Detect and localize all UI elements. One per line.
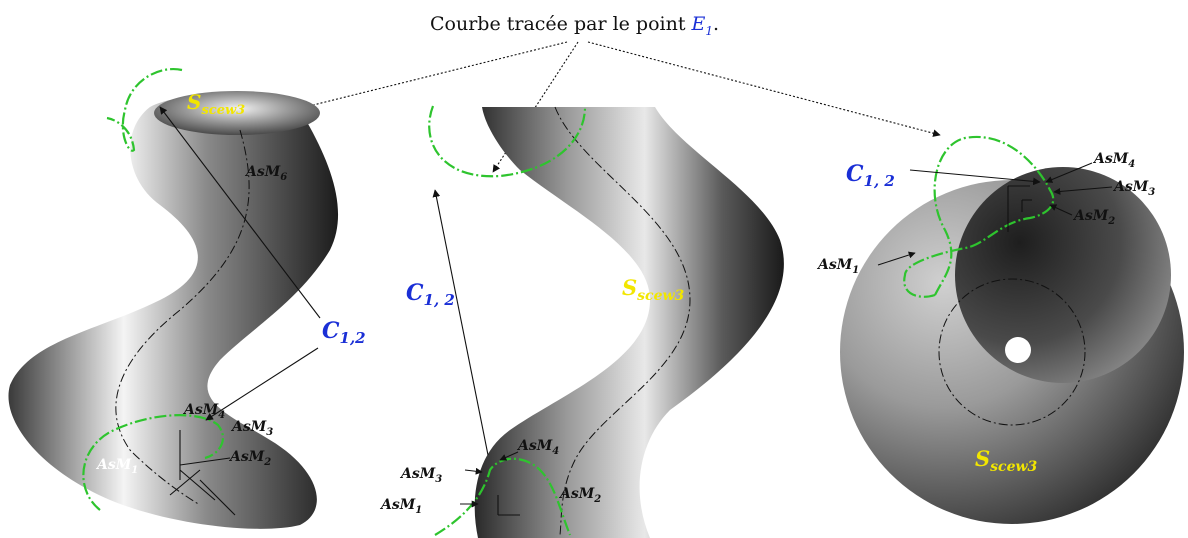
middle-frame <box>497 495 520 516</box>
middle-asm3-label: AsM3 <box>399 466 442 485</box>
middle-curve-top <box>428 105 587 178</box>
caption-text: Courbe tracée par le point <box>430 13 692 35</box>
middle-asm4-leader <box>499 451 519 461</box>
caption: Courbe tracée par le point E1. <box>430 13 719 38</box>
right-frame <box>1007 185 1032 232</box>
svg-text:Courbe tracée par le point E1.: Courbe tracée par le point E1. <box>430 13 719 38</box>
middle-surface: C1, 2 Sscew3 AsM4 AsM3 AsM1 AsM2 <box>379 105 784 538</box>
left-tube-body <box>8 94 339 529</box>
middle-tube-body <box>474 107 784 538</box>
left-surface: Sscew3 AsM6 C1,2 AsM4 AsM3 AsM2 AsM1 <box>8 67 366 529</box>
right-asm3-leader <box>1053 186 1113 195</box>
right-surface: C1, 2 AsM4 AsM3 AsM2 AsM1 Sscew3 <box>816 135 1184 524</box>
middle-cycle-leader <box>432 189 489 456</box>
middle-surface-label: Sscew3 <box>622 275 685 304</box>
right-asm2-label: AsM2 <box>1072 208 1115 227</box>
right-asm2-leader <box>1049 204 1073 216</box>
left-asm3-label: AsM3 <box>230 419 273 438</box>
caption-arrow-left <box>139 41 568 151</box>
right-funnel <box>955 167 1171 383</box>
middle-centerline <box>554 106 691 536</box>
middle-asm4-label: AsM4 <box>516 438 559 457</box>
caption-point-sub: 1 <box>705 24 713 38</box>
left-cycle-leader <box>159 106 321 319</box>
left-asm2-label: AsM2 <box>228 449 271 468</box>
left-asm1-label: AsM1 <box>95 457 138 476</box>
left-cycle-leader-2 <box>205 347 319 421</box>
right-curve <box>903 135 1055 298</box>
left-asm6-label: AsM6 <box>244 164 287 183</box>
right-asm1-leader <box>877 251 916 266</box>
right-hole <box>1005 337 1031 363</box>
middle-curve-bottom <box>434 457 572 536</box>
right-asm1-label: AsM1 <box>816 257 859 276</box>
middle-cycle-label: C1, 2 <box>406 280 455 309</box>
left-asm4-label: AsM4 <box>182 402 225 421</box>
caption-end: . <box>713 13 719 35</box>
left-curve-bottom <box>82 414 224 511</box>
middle-asm3-leader <box>464 467 483 475</box>
right-cycle-label: C1, 2 <box>846 161 895 190</box>
right-asm3-label: AsM3 <box>1112 179 1155 198</box>
left-frame <box>169 430 236 516</box>
left-curve-top <box>106 67 183 152</box>
left-surface-label: Sscew3 <box>187 90 245 118</box>
caption-point: E <box>691 13 706 35</box>
right-cycle-leader <box>909 169 1041 186</box>
left-tube-opening <box>154 91 320 135</box>
right-surface-label: Sscew3 <box>975 446 1038 475</box>
left-cycle-label: C1,2 <box>322 318 366 347</box>
middle-asm1-label: AsM1 <box>379 497 422 516</box>
right-path-circle <box>938 278 1086 426</box>
left-centerline <box>115 129 250 506</box>
middle-asm2-label: AsM2 <box>558 486 601 505</box>
caption-arrow-right <box>587 41 941 137</box>
right-asm4-label: AsM4 <box>1092 151 1135 170</box>
right-asm4-leader <box>1045 162 1093 183</box>
